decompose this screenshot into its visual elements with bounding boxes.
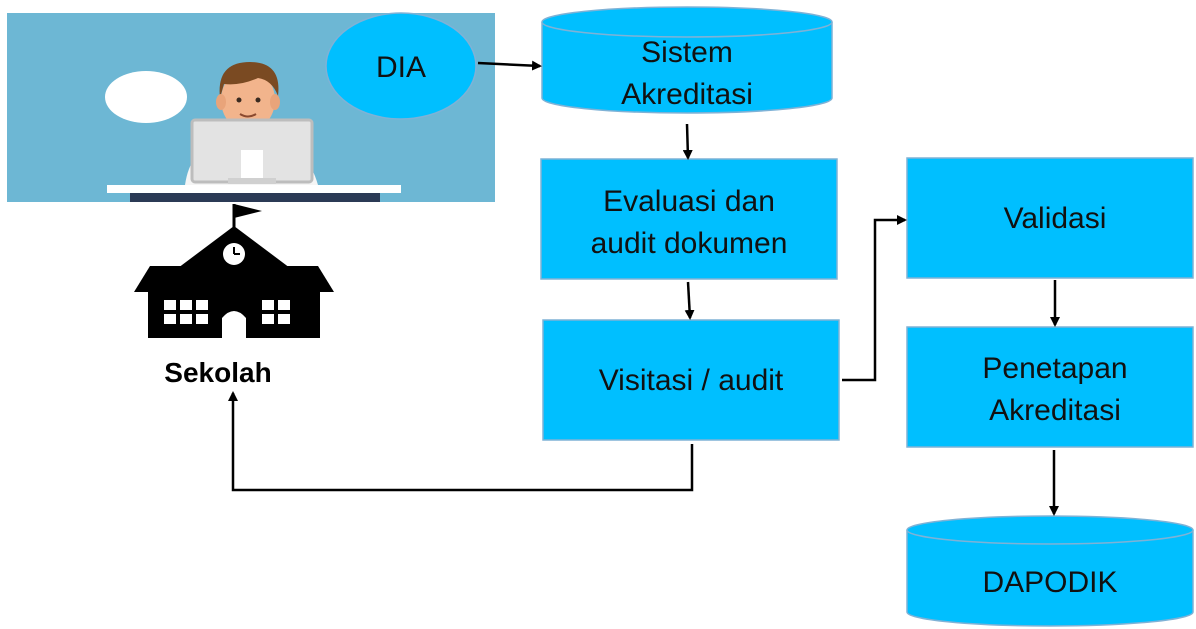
visitasi-node: Visitasi / audit: [542, 319, 840, 441]
speech-bubble-icon: [105, 71, 187, 123]
evaluasi-label-line1: Evaluasi dan: [603, 185, 775, 218]
computer-monitor-icon: [190, 118, 314, 184]
arrow-dia-to-sistem: [477, 60, 542, 71]
dapodik-label: DAPODIK: [982, 566, 1117, 599]
dapodik-node: DAPODIK: [906, 515, 1194, 627]
arrow-visitasi-to-sekolah: [228, 391, 694, 492]
visitasi-label: Visitasi / audit: [599, 364, 784, 397]
validasi-node: Validasi: [906, 157, 1194, 279]
evaluasi-label-line2: audit dokumen: [591, 227, 788, 260]
school-building-icon: [134, 204, 334, 338]
penetapan-label-line1: Penetapan: [982, 352, 1127, 385]
sistem-akreditasi-label-line2: Akreditasi: [621, 78, 753, 111]
penetapan-label-line2: Akreditasi: [989, 394, 1121, 427]
sistem-akreditasi-label-line1: Sistem: [641, 36, 733, 69]
arrow-visitasi-to-validasi: [842, 215, 907, 382]
penetapan-node: Penetapan Akreditasi: [906, 326, 1194, 448]
sistem-akreditasi-node: Sistem Akreditasi: [541, 6, 833, 114]
evaluasi-node: Evaluasi dan audit dokumen: [540, 158, 838, 280]
desk-icon: [107, 185, 401, 193]
arrows: [228, 60, 1060, 516]
dia-label: DIA: [376, 51, 426, 84]
validasi-label: Validasi: [1004, 202, 1107, 235]
arrow-sistem-to-evaluasi: [682, 123, 693, 160]
dia-node: DIA: [325, 12, 477, 120]
arrow-evaluasi-to-visitasi: [684, 281, 695, 320]
school-label: Sekolah: [164, 357, 271, 388]
